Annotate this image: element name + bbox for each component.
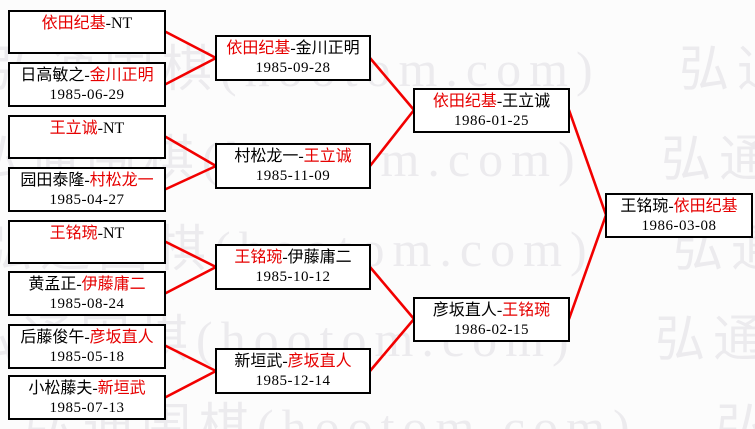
connector-line — [164, 265, 218, 295]
player-name: 依田纪基 — [41, 15, 106, 32]
player-name: 新垣武- — [234, 353, 288, 370]
connector-line — [164, 135, 218, 168]
match-date: 1985-06-29 — [49, 87, 125, 103]
match-date: 1985-10-12 — [255, 269, 331, 285]
player-name: 王铭琬 — [502, 302, 551, 319]
player-name: -王立诚 — [496, 93, 551, 110]
match-box-r2-2: 村松龙一-王立诚 1985-11-09 — [215, 143, 371, 189]
connector-line — [164, 30, 218, 60]
player-name: 依田纪基 — [432, 93, 497, 110]
match-players: 王立诚-NT — [10, 119, 164, 139]
player-name: 王铭琬 — [234, 249, 283, 266]
match-box-r2-1: 依田纪基-金川正明 1985-09-28 — [215, 35, 371, 81]
match-box-r1-8: 小松藤夫-新垣武 1985-07-13 — [8, 375, 166, 420]
connector-line — [567, 108, 608, 217]
player-name: 日高敏之- — [20, 67, 90, 84]
match-box-r2-3: 王铭琬-伊藤庸二 1985-10-12 — [215, 244, 371, 290]
player-name: 小松藤夫- — [28, 380, 98, 397]
match-players: 小松藤夫-新垣武 — [10, 379, 164, 399]
match-box-sf-1: 依田纪基-王立诚 1986-01-25 — [413, 88, 570, 133]
match-box-r1-2: 日高敏之-金川正明 1985-06-29 — [8, 62, 166, 107]
match-players: 黄孟正-伊藤庸二 — [10, 275, 164, 295]
match-box-r1-5: 王铭琬-NT — [8, 220, 166, 264]
player-name: 王铭琬 — [49, 225, 98, 242]
connector-line — [368, 108, 416, 168]
connector-line — [368, 56, 416, 112]
match-players: 王铭琬-伊藤庸二 — [217, 248, 369, 268]
player-name: -NT — [105, 15, 133, 32]
player-name: 后藤俊午- — [20, 329, 90, 346]
player-name: 王立诚 — [49, 120, 98, 137]
player-name: 王铭琬- — [620, 198, 674, 215]
match-date: 1986-03-08 — [641, 218, 717, 234]
match-box-sf-2: 彦坂直人-王铭琬 1986-02-15 — [413, 297, 570, 342]
match-players: 依田纪基-王立诚 — [415, 92, 568, 112]
match-players: 后藤俊午-彦坂直人 — [10, 328, 164, 348]
match-players: 依田纪基-NT — [10, 14, 164, 34]
match-date: 1985-07-13 — [49, 400, 125, 416]
connector-line — [164, 344, 218, 373]
player-name: 黄孟正- — [28, 276, 82, 293]
connector-line — [164, 164, 218, 191]
player-name: 村松龙一- — [234, 148, 304, 165]
match-box-r1-1: 依田纪基-NT — [8, 10, 166, 54]
player-name: 金川正明 — [89, 67, 154, 84]
match-date: 1985-05-18 — [49, 349, 125, 365]
match-players: 村松龙一-王立诚 — [217, 147, 369, 167]
player-name: 依田纪基 — [673, 198, 738, 215]
match-box-r1-4: 园田泰隆-村松龙一 1985-04-27 — [8, 167, 166, 212]
match-date: 1985-12-14 — [255, 373, 331, 389]
player-name: 彦坂直人- — [432, 302, 503, 319]
player-name: 彦坂直人 — [287, 353, 352, 370]
match-players: 王铭琬-依田纪基 — [607, 197, 751, 217]
match-players: 彦坂直人-王铭琬 — [415, 301, 568, 321]
match-box-r1-3: 王立诚-NT — [8, 115, 166, 159]
player-name: 伊藤庸二 — [81, 276, 146, 293]
match-date: 1985-09-28 — [255, 60, 331, 76]
match-date: 1986-02-15 — [454, 322, 529, 338]
player-name: -伊藤庸二 — [282, 249, 352, 266]
player-name: -金川正明 — [290, 40, 360, 57]
match-date: 1985-08-24 — [49, 296, 125, 312]
match-date: 1985-11-09 — [255, 168, 331, 184]
match-players: 园田泰隆-村松龙一 — [10, 171, 164, 191]
match-box-final: 王铭琬-依田纪基 1986-03-08 — [605, 193, 753, 238]
match-box-r1-6: 黄孟正-伊藤庸二 1985-08-24 — [8, 271, 166, 316]
player-name: 彦坂直人 — [89, 329, 154, 346]
match-players: 新垣武-彦坂直人 — [217, 352, 369, 372]
match-box-r2-4: 新垣武-彦坂直人 1985-12-14 — [215, 348, 371, 394]
player-name: -NT — [97, 120, 125, 137]
connector-line — [567, 213, 608, 321]
match-players: 日高敏之-金川正明 — [10, 66, 164, 86]
match-date: 1986-01-25 — [454, 113, 529, 129]
player-name: 新垣武 — [97, 380, 146, 397]
player-name: -NT — [97, 225, 125, 242]
connector-line — [368, 265, 416, 321]
match-box-r1-7: 后藤俊午-彦坂直人 1985-05-18 — [8, 324, 166, 369]
player-name: 村松龙一 — [89, 172, 154, 189]
connector-line — [164, 56, 218, 86]
match-players: 王铭琬-NT — [10, 224, 164, 244]
match-players: 依田纪基-金川正明 — [217, 39, 369, 59]
connector-line — [164, 369, 218, 399]
player-name: 园田泰隆- — [20, 172, 90, 189]
match-date: 1985-04-27 — [49, 192, 125, 208]
player-name: 王立诚 — [303, 148, 352, 165]
player-name: 依田纪基 — [226, 40, 291, 57]
connector-line — [164, 240, 218, 269]
connector-line — [368, 317, 416, 373]
